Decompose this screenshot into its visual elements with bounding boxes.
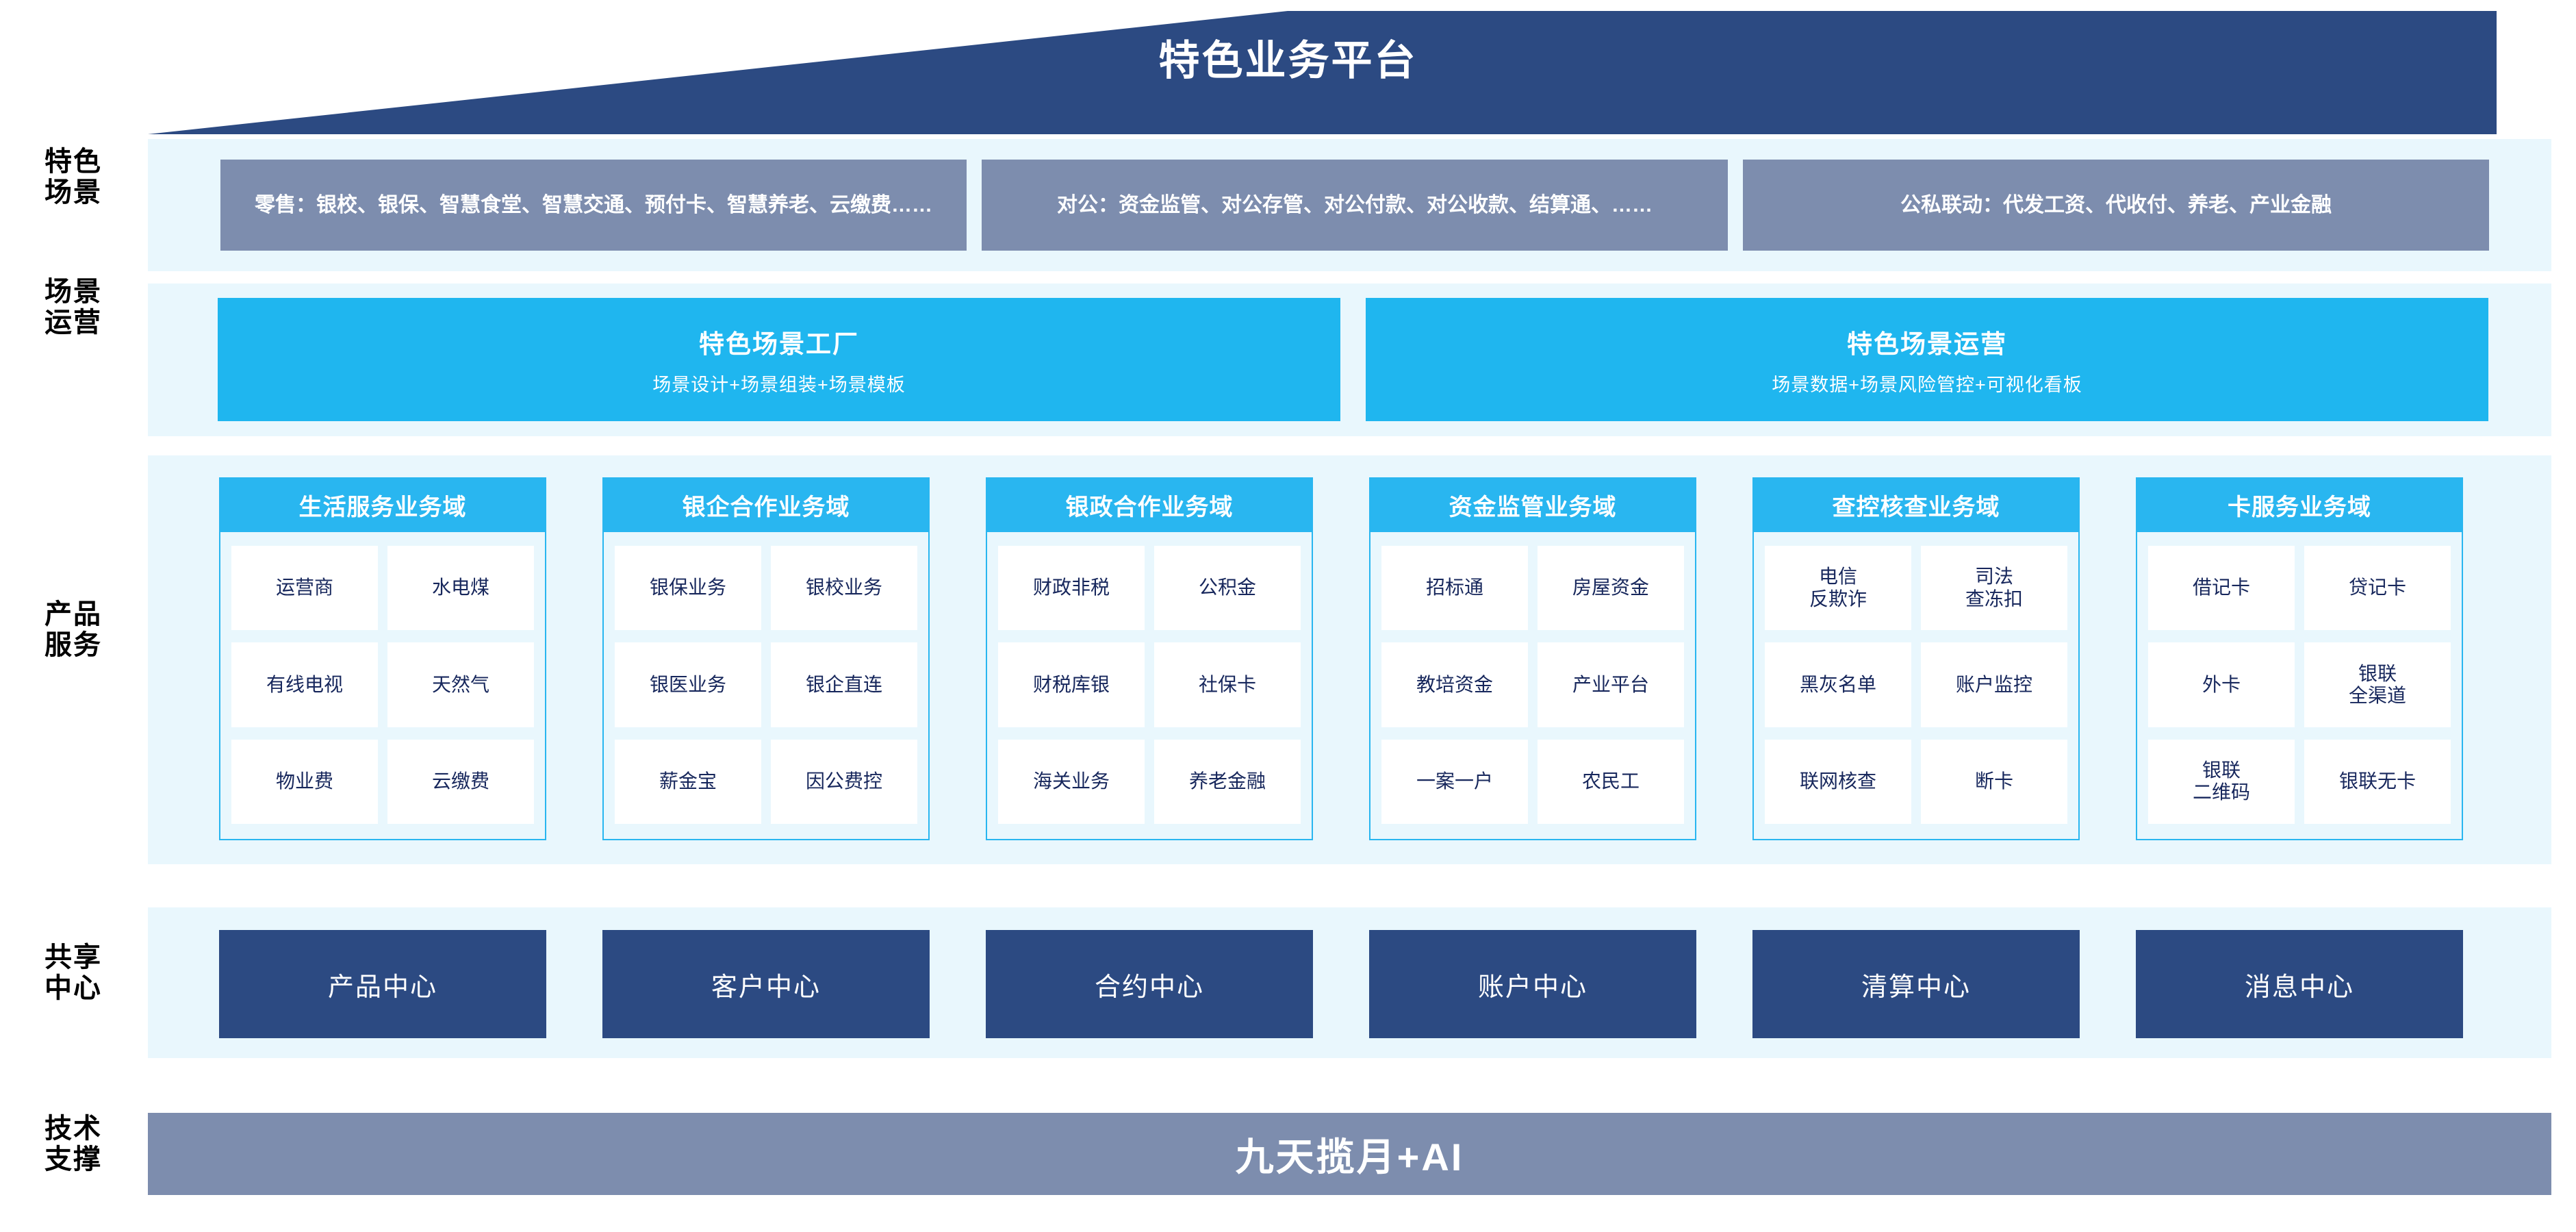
operation-title: 特色场景工厂 [699,329,859,358]
operation-box-scene-factory[interactable]: 特色场景工厂 场景设计+场景组装+场景模板 [218,298,1340,421]
domain-tile[interactable]: 电信 反欺诈 [1765,546,1911,631]
tech-support-bar[interactable]: 九天揽月+AI [148,1113,2551,1195]
domain-tile[interactable]: 财税库银 [998,642,1145,727]
domain-tile-grid: 电信 反欺诈 司法 查冻扣 黑灰名单 账户监控 联网核查 断卡 [1754,532,2078,839]
domain-card-card-service[interactable]: 卡服务业务域 借记卡 贷记卡 外卡 银联 全渠道 银联 二维码 银联无卡 [2136,477,2463,840]
domain-tile[interactable]: 教培资金 [1381,642,1528,727]
domain-card-title: 查控核查业务域 [1752,477,2080,532]
domain-tile[interactable]: 房屋资金 [1538,546,1684,631]
domain-tile[interactable]: 司法 查冻扣 [1921,546,2067,631]
domain-tile-grid: 银保业务 银校业务 银医业务 银企直连 薪金宝 因公费控 [604,532,928,839]
operation-subtitle: 场景数据+场景风险管控+可视化看板 [1772,374,2082,395]
domain-tile[interactable]: 天然气 [387,642,534,727]
domain-tile[interactable]: 薪金宝 [615,739,761,824]
scene-box-retail[interactable]: 零售：银校、银保、智慧食堂、智慧交通、预付卡、智慧养老、云缴费…… [220,160,967,251]
domain-tile-grid: 借记卡 贷记卡 外卡 银联 全渠道 银联 二维码 银联无卡 [2137,532,2462,839]
domain-tile-grid: 运营商 水电煤 有线电视 天然气 物业费 云缴费 [220,532,545,839]
domain-tile[interactable]: 借记卡 [2148,546,2295,631]
domain-tile-grid: 招标通 房屋资金 教培资金 产业平台 一案一户 农民工 [1370,532,1695,839]
domain-tile[interactable]: 云缴费 [387,739,534,824]
domain-tile[interactable]: 外卡 [2148,642,2295,727]
domain-tile-grid: 财政非税 公积金 财税库银 社保卡 海关业务 养老金融 [987,532,1312,839]
domain-tile[interactable]: 海关业务 [998,739,1145,824]
domain-card-title: 资金监管业务域 [1369,477,1696,532]
domain-tile[interactable]: 社保卡 [1154,642,1301,727]
domain-card-title: 银企合作业务域 [602,477,930,532]
domain-tile[interactable]: 产业平台 [1538,642,1684,727]
center-box-customer[interactable]: 客户中心 [602,930,930,1038]
domain-card-title: 生活服务业务域 [219,477,546,532]
domain-tile[interactable]: 账户监控 [1921,642,2067,727]
domain-tile[interactable]: 养老金融 [1154,739,1301,824]
center-box-contract[interactable]: 合约中心 [986,930,1313,1038]
roof-shape-icon [148,11,2497,134]
scene-box-corporate[interactable]: 对公：资金监管、对公存管、对公付款、对公收款、结算通、…… [982,160,1728,251]
center-box-message[interactable]: 消息中心 [2136,930,2463,1038]
domain-tile[interactable]: 农民工 [1538,739,1684,824]
platform-title-banner: 特色业务平台 [0,0,2576,134]
domain-tile[interactable]: 水电煤 [387,546,534,631]
domain-tile[interactable]: 一案一户 [1381,739,1528,824]
domain-tile[interactable]: 银医业务 [615,642,761,727]
domain-card-fund-supervision[interactable]: 资金监管业务域 招标通 房屋资金 教培资金 产业平台 一案一户 农民工 [1369,477,1696,840]
domain-tile[interactable]: 银联 全渠道 [2304,642,2451,727]
domain-card-bank-government[interactable]: 银政合作业务域 财政非税 公积金 财税库银 社保卡 海关业务 养老金融 [986,477,1313,840]
row-label-product: 产品 服务 [44,599,102,660]
domain-tile[interactable]: 财政非税 [998,546,1145,631]
domain-tile[interactable]: 银保业务 [615,546,761,631]
page-title: 特色业务平台 [1158,38,1418,84]
domain-tile[interactable]: 断卡 [1921,739,2067,824]
row-label-operation: 场景 运营 [44,277,102,338]
domain-card-investigation-control[interactable]: 查控核查业务域 电信 反欺诈 司法 查冻扣 黑灰名单 账户监控 联网核查 断卡 [1752,477,2080,840]
domain-tile[interactable]: 贷记卡 [2304,546,2451,631]
domain-tile[interactable]: 银联无卡 [2304,739,2451,824]
domain-tile[interactable]: 银校业务 [771,546,917,631]
row-label-tech: 技术 支撑 [44,1114,102,1174]
operation-title: 特色场景运营 [1847,329,2007,358]
domain-card-title: 卡服务业务域 [2136,477,2463,532]
domain-tile[interactable]: 招标通 [1381,546,1528,631]
domain-tile[interactable]: 黑灰名单 [1765,642,1911,727]
domain-card-title: 银政合作业务域 [986,477,1313,532]
scene-box-linkage[interactable]: 公私联动：代发工资、代收付、养老、产业金融 [1743,160,2489,251]
domain-tile[interactable]: 因公费控 [771,739,917,824]
domain-card-life-service[interactable]: 生活服务业务域 运营商 水电煤 有线电视 天然气 物业费 云缴费 [219,477,546,840]
domain-card-bank-enterprise[interactable]: 银企合作业务域 银保业务 银校业务 银医业务 银企直连 薪金宝 因公费控 [602,477,930,840]
row-label-center: 共享 中心 [44,942,102,1003]
row-label-scene: 特色 场景 [44,147,102,208]
center-box-account[interactable]: 账户中心 [1369,930,1696,1038]
domain-tile[interactable]: 联网核查 [1765,739,1911,824]
operation-box-scene-operation[interactable]: 特色场景运营 场景数据+场景风险管控+可视化看板 [1366,298,2488,421]
domain-tile[interactable]: 有线电视 [231,642,378,727]
domain-tile[interactable]: 公积金 [1154,546,1301,631]
domain-tile[interactable]: 物业费 [231,739,378,824]
operation-subtitle: 场景设计+场景组装+场景模板 [652,374,906,395]
domain-tile[interactable]: 运营商 [231,546,378,631]
domain-tile[interactable]: 银企直连 [771,642,917,727]
domain-tile[interactable]: 银联 二维码 [2148,739,2295,824]
center-box-product[interactable]: 产品中心 [219,930,546,1038]
center-box-clearing[interactable]: 清算中心 [1752,930,2080,1038]
